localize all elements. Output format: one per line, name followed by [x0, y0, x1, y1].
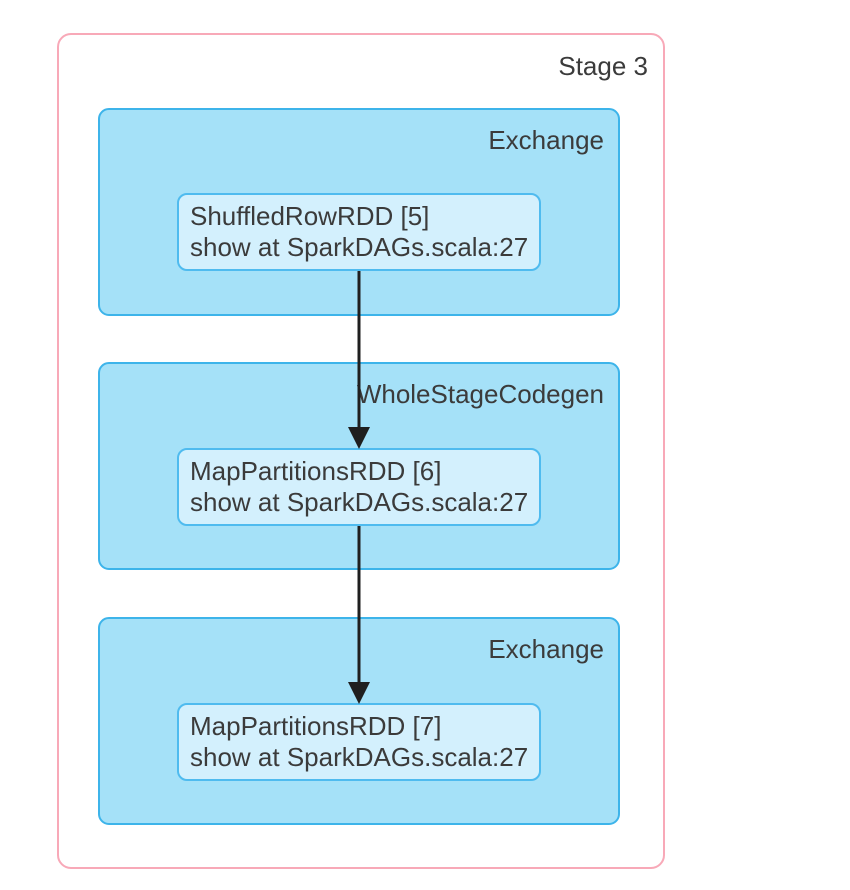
rdd-node-name: MapPartitionsRDD [7] [190, 711, 442, 741]
operator-label-exchange-top: Exchange [488, 125, 604, 155]
rdd-node-callsite: show at SparkDAGs.scala:27 [190, 742, 529, 772]
rdd-node-mappartitionsrdd-6: MapPartitionsRDD [6] show at SparkDAGs.s… [177, 448, 541, 526]
rdd-node-name: ShuffledRowRDD [5] [190, 201, 430, 231]
stage-label: Stage 3 [558, 51, 648, 81]
rdd-node-callsite: show at SparkDAGs.scala:27 [190, 232, 529, 262]
rdd-node-name: MapPartitionsRDD [6] [190, 456, 442, 486]
operator-label-exchange-bottom: Exchange [488, 634, 604, 664]
rdd-node-callsite: show at SparkDAGs.scala:27 [190, 487, 529, 517]
rdd-node-mappartitionsrdd-7: MapPartitionsRDD [7] show at SparkDAGs.s… [177, 703, 541, 781]
operator-label-wholestagecodegen: WholeStageCodegen [356, 379, 604, 409]
rdd-node-shuffledrowrdd-5: ShuffledRowRDD [5] show at SparkDAGs.sca… [177, 193, 541, 271]
